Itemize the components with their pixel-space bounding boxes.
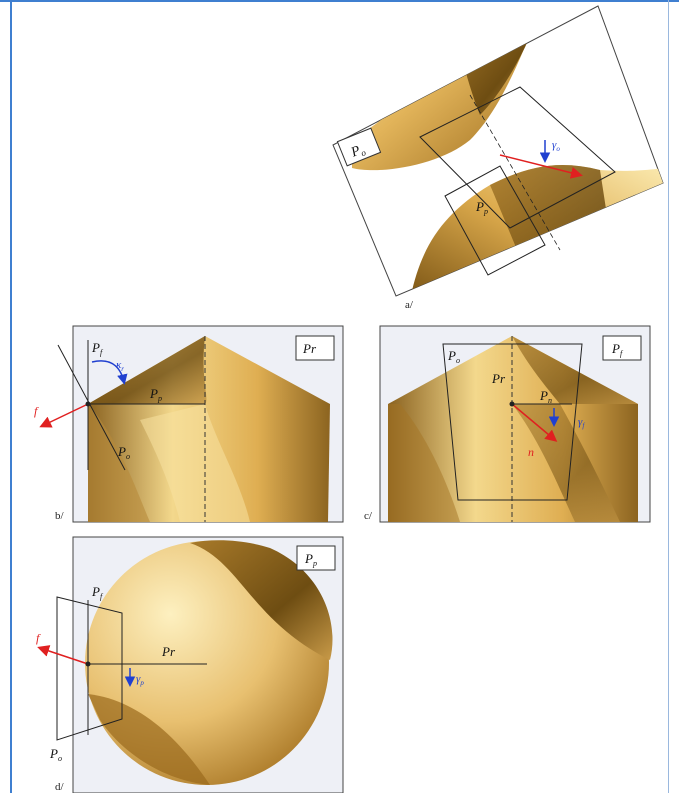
panel-c-label-gamma: γf [578, 416, 585, 430]
panel-a-label-gamma: γo [552, 139, 560, 153]
panel-a-red-vector [499, 154, 583, 179]
panel-c-caption: c/ [364, 510, 373, 522]
panel-d-label-po: Po [49, 746, 62, 763]
panel-b-label-f: f [34, 404, 39, 418]
panel-b-label-box [295, 335, 335, 361]
panel-a-plane-po [419, 86, 616, 229]
panel-c-plane-po [442, 343, 583, 501]
panel-d: Pp Pf Pr γp f Po d/ [36, 536, 344, 793]
panel-b-label-kappa: κr [116, 359, 124, 373]
panel-c-label-box [602, 335, 642, 361]
panel-a-label-box [336, 127, 382, 167]
panel-a-label-pp: Pp [475, 199, 488, 216]
panel-b-feed-arrow [39, 403, 89, 428]
panel-a: Po Pp γo a/ [332, 5, 664, 311]
panel-c-label-pr: Pr [491, 371, 506, 386]
panel-b-label-pp: Pp [149, 386, 162, 403]
panel-b-flute-left [88, 404, 150, 522]
panel-b-kappa-arc [91, 360, 128, 385]
panel-b-tool-point [85, 401, 91, 407]
panel-b-caption: b/ [55, 510, 65, 522]
panel-c-flute-right [512, 404, 620, 522]
panel-b-label-pf: Pf [91, 340, 104, 357]
page-top-border [0, 0, 679, 2]
panel-d-box-label: Pp [304, 551, 317, 568]
panel-d-label-pr: Pr [161, 644, 176, 659]
panel-d-tool-point [85, 661, 91, 667]
panel-c: Pf Po Pr Pn γf n c/ [364, 325, 651, 523]
panel-d-label-pf: Pf [91, 584, 104, 601]
panel-a-plane-pp [444, 165, 546, 276]
page-left-border [10, 0, 12, 793]
panel-c-tool-point [509, 401, 515, 407]
panel-b-flute-top [88, 336, 207, 404]
panel-b-po-line [57, 344, 126, 471]
panel-c-normal-arrow [511, 403, 558, 442]
panel-d-flute-lower [88, 694, 210, 785]
panel-c-flute-top [512, 336, 638, 404]
panel-b-label-po: Po [117, 444, 130, 461]
panel-b-flute-right [140, 404, 250, 522]
panel-c-flute-left [388, 404, 460, 522]
panel-d-label-gamma: γp [136, 673, 144, 687]
panel-a-axis [469, 94, 561, 251]
panel-d-label-box [296, 545, 336, 571]
panel-d-feed-arrow [37, 645, 89, 665]
panel-c-label-pn: Pn [539, 388, 552, 405]
page-right-border [668, 0, 669, 793]
panel-c-box-label: Pf [611, 341, 624, 358]
panel-d-caption: d/ [55, 781, 65, 793]
panel-c-label-n: n [528, 445, 534, 459]
panel-b-box-label: Pr [302, 341, 317, 356]
panel-b: Pr Pf κr Pp Po f b/ [34, 325, 344, 523]
panel-d-plane-pf [56, 596, 123, 741]
panel-c-label-po: Po [447, 348, 460, 365]
panel-d-label-f: f [36, 631, 41, 645]
panel-a-caption: a/ [405, 299, 414, 311]
